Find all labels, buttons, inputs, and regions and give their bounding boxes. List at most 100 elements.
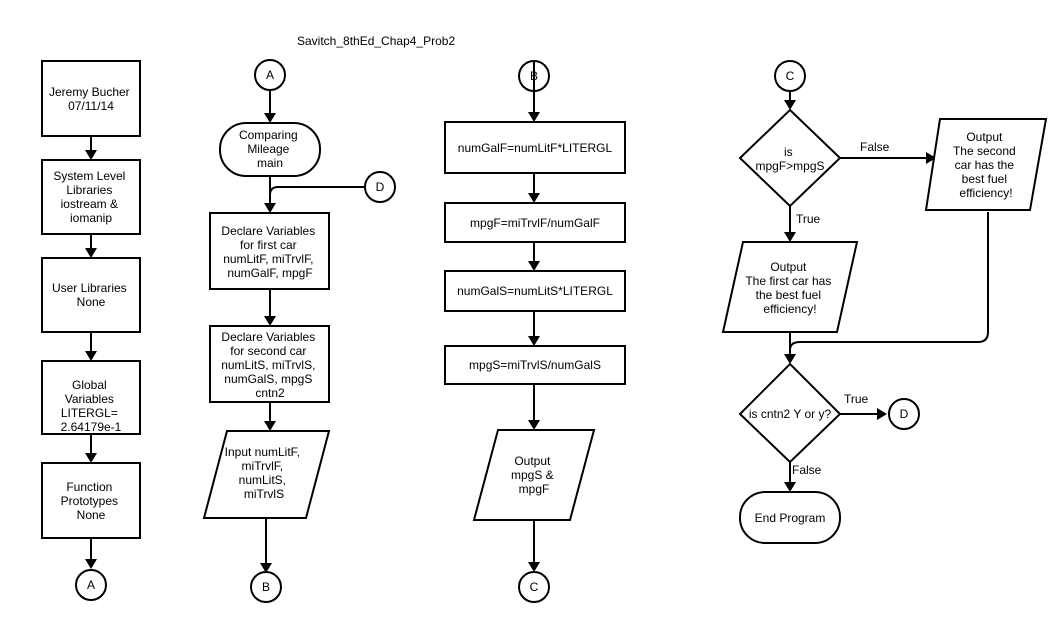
edges [85, 70, 989, 573]
start-line: Comparing [239, 128, 298, 142]
input-parallelogram [202, 430, 331, 519]
calc-mpgf-block [444, 202, 626, 243]
output-first-line: efficiency! [763, 302, 816, 316]
input-line: Input numLitF, [225, 445, 300, 459]
globals-line: LITERGL= [61, 406, 118, 420]
svg-text:Comparing Mileage: Comparing Mileage main [239, 128, 301, 170]
prototypes-line: Function [66, 480, 112, 494]
output-first-car-parallelogram [721, 241, 859, 333]
calc-mpgs-text: mpgS=miTrvlS/numGalS [469, 358, 601, 372]
svg-text:Global Variables L: Global Variables LITERGL= 2.64179e-1 [61, 378, 122, 434]
svg-text:User Libraries None: User Libraries None [52, 281, 130, 309]
connector-c-out-label: C [530, 580, 539, 594]
user-libs-line: None [77, 295, 106, 309]
globals-line: Global [72, 378, 107, 392]
column-4: C is mpgF>mpgS False True Output The sec… [721, 60, 1048, 544]
declare-first-line: for first car [240, 238, 297, 252]
calc-numgalf-block [444, 121, 626, 174]
user-libs-line: User Libraries [52, 281, 127, 295]
output-second-line: Output [966, 130, 1003, 144]
svg-text:Output The first car has: Output The first car has the best fuel e… [745, 260, 834, 316]
connector-c-out [518, 571, 550, 603]
connector-c-in [774, 60, 806, 92]
output-mpg-line: Output [514, 454, 551, 468]
output-mpg-line: mpgS & [511, 468, 554, 482]
output-second-line: efficiency! [959, 186, 1012, 200]
decision1-true-label: True [796, 212, 821, 226]
output-first-line: the best fuel [756, 288, 821, 302]
globals-line: 2.64179e-1 [61, 420, 122, 434]
decision2-false-label: False [792, 463, 822, 477]
calc-mpgs-block [444, 345, 626, 385]
declare-second-line: numGalS, mpgS [224, 372, 312, 386]
connector-a-out-label: A [87, 578, 95, 592]
output-mpg-line: mpgF [519, 482, 550, 496]
output-second-car-parallelogram [924, 118, 1048, 211]
declare-first-line: Declare Variables [221, 224, 315, 238]
end-text: End Program [755, 511, 826, 525]
svg-text:Declare Variables for fi: Declare Variables for first car numLitF,… [221, 224, 318, 280]
declare-first-line: numLitF, miTrvlF, [223, 252, 313, 266]
declare-second-line: for second car [230, 344, 306, 358]
decision2-text: is cntn2 Y or y? [749, 407, 832, 421]
declare-second-line: cntn2 [255, 386, 285, 400]
input-line: miTrvlS [244, 487, 284, 501]
output-first-line: Output [770, 260, 807, 274]
column-3: B numGalF=numLitF*LITERGL mpgF=miTrvlF/n… [444, 60, 626, 603]
declare-first-car-block [209, 212, 330, 290]
start-line: Mileage [247, 142, 289, 156]
svg-text:Jeremy Bucher 07/11/14: Jeremy Bucher 07/11/14 [49, 85, 133, 113]
decision-mpg-compare [738, 108, 842, 208]
prototypes-line: Prototypes [61, 494, 118, 508]
connector-b-out-label: B [262, 580, 270, 594]
svg-text:Output mpgS & mpgF: Output mpgS & mpgF [511, 454, 557, 496]
start-line: main [257, 156, 283, 170]
svg-text:Input numLitF, miTrvlF,: Input numLitF, miTrvlF, numLitS, miTrvlS [225, 445, 304, 501]
column-1: Jeremy Bucher 07/11/14 System Level Libr… [41, 60, 141, 601]
connector-c-in-label: C [786, 69, 795, 83]
start-terminator [219, 122, 321, 177]
input-line: numLitS, [239, 473, 286, 487]
connector-d-in-label: D [376, 180, 385, 194]
svg-text:Function Prototypes: Function Prototypes None [61, 480, 122, 522]
calc-numgals-text: numGalS=numLitS*LITERGL [457, 284, 613, 298]
output-first-line: The first car has [745, 274, 831, 288]
user-libraries-block [41, 257, 141, 333]
output-second-line: best fuel [962, 172, 1007, 186]
diagram-title: Savitch_8thEd_Chap4_Prob2 [297, 34, 455, 48]
connector-b-out [250, 571, 282, 603]
connector-d-in [364, 171, 396, 203]
declare-first-line: numGalF, mpgF [227, 266, 312, 280]
svg-text:Output The second: Output The second car has the best fuel … [953, 130, 1019, 200]
output-second-line: The second [953, 144, 1016, 158]
decision1-false-label: False [860, 140, 890, 154]
calc-numgalf-text: numGalF=numLitF*LITERGL [458, 141, 613, 155]
system-libs-line: System Level [53, 169, 125, 183]
connector-a-in [254, 59, 286, 91]
system-libs-line: iomanip [70, 211, 112, 225]
connector-a-in-label: A [266, 68, 274, 82]
end-terminator [739, 491, 841, 544]
author-date: 07/11/14 [68, 99, 114, 113]
svg-text:System Level Libraries: System Level Libraries iostream & iomani… [53, 169, 128, 225]
output-second-line: car has the [955, 158, 1015, 172]
decision2-true-label: True [844, 392, 869, 406]
declare-second-line: Declare Variables [221, 330, 315, 344]
connector-a-out [75, 569, 107, 601]
svg-text:is mpgF>mpgS: is mpgF>mpgS [755, 145, 824, 173]
input-line: miTrvlF, [242, 459, 284, 473]
globals-line: Variables [65, 392, 114, 406]
svg-text:Declare Variables for se: Declare Variables for second car numLitS… [221, 330, 319, 400]
declare-second-car-block [209, 325, 330, 403]
system-libs-line: iostream & [61, 197, 118, 211]
prototypes-line: None [77, 508, 106, 522]
output-mpg-parallelogram [472, 429, 596, 521]
calc-numgals-block [444, 270, 626, 312]
function-prototypes-block [41, 462, 141, 539]
connector-d-out-label: D [900, 407, 909, 421]
decision1-line: is [784, 145, 793, 159]
column-2: A Comparing Mileage main D Declare Varia… [202, 59, 396, 603]
author-block [41, 60, 141, 137]
system-libraries-block [41, 159, 141, 235]
